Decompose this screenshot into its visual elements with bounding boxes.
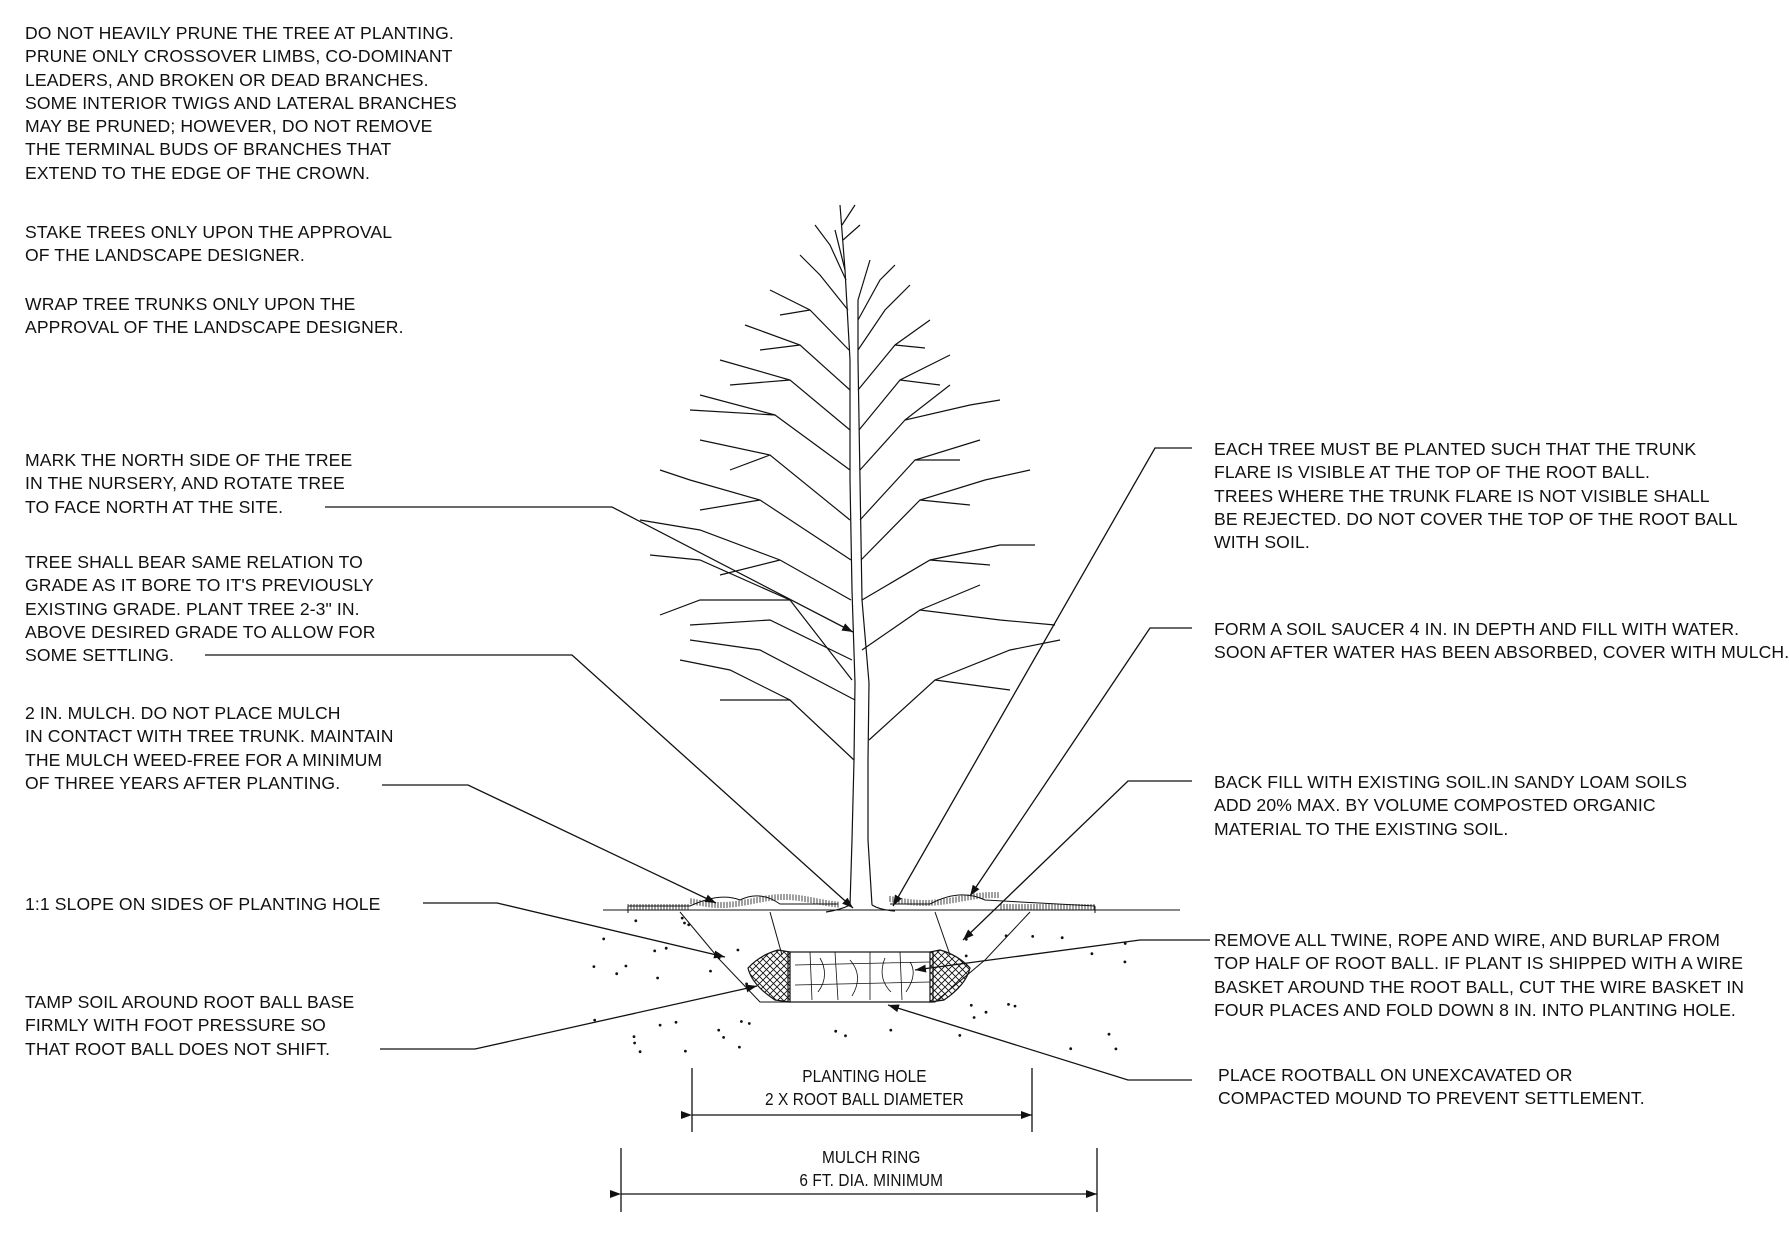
note-saucer: FORM A SOIL SAUCER 4 IN. IN DEPTH AND FI… [1214,619,1789,663]
soil-dot [717,1028,721,1032]
soil-dot [602,937,606,941]
soil-dot [1090,952,1094,956]
leader-saucer [969,627,1192,897]
soil-dot [717,956,721,960]
soil-dot [615,972,619,976]
note-tamp: TAMP SOIL AROUND ROOT BALL BASE FIRMLY W… [25,992,355,1059]
soil-dot [1123,960,1127,964]
soil-dot [889,1028,893,1032]
label-mulch-ring: MULCH RING 6 FT. DIA. MINIMUM [799,1147,944,1191]
soil-dot [687,923,691,927]
soil-dot [632,1035,636,1038]
soil-dot [638,1050,642,1054]
soil-dot [1013,1004,1017,1008]
soil-dot [1007,1003,1010,1006]
soil-dot [634,919,638,923]
tree-planting-drawing [205,204,1210,1212]
mulch-layer [627,892,1095,910]
tree-illustration [639,204,1061,913]
soil-dot [709,969,712,973]
note-mulch: 2 IN. MULCH. DO NOT PLACE MULCH IN CONTA… [25,703,394,793]
soil-dot [1107,1032,1111,1036]
soil-dot [624,964,628,968]
soil-dot [680,916,684,920]
soil-dot [593,1018,597,1022]
soil-dot [745,982,748,986]
tree-trunk [849,682,856,906]
soil-dot [592,965,596,968]
soil-dot [834,1029,838,1033]
leader-mark-north [325,506,854,633]
soil-dot [683,921,686,925]
soil-dot [1031,935,1035,938]
soil-dot [653,949,657,953]
note-backfill: BACK FILL WITH EXISTING SOIL.IN SANDY LO… [1214,772,1688,839]
note-mark-north: MARK THE NORTH SIDE OF THE TREE IN THE N… [25,450,353,517]
grade-line [603,894,1180,913]
note-wrap: WRAP TREE TRUNKS ONLY UPON THE APPROVAL … [25,294,404,338]
dimension-planting-hole [681,1068,1033,1132]
soil-dot [958,1034,962,1037]
leader-trunk-flare [892,447,1192,907]
soil-dot [633,1041,636,1045]
leader-rootball-mound [887,1004,1192,1081]
soil-dot [740,1020,743,1023]
dimension-mulch-ring [610,1148,1098,1212]
soil-dot [1114,1047,1118,1051]
leader-mulch [382,784,717,904]
soil-dot [844,1034,847,1038]
soil-dot [664,946,668,950]
note-remove-twine: REMOVE ALL TWINE, ROPE AND WIRE, AND BUR… [1214,930,1745,1020]
soil-dot [684,1049,687,1053]
leader-slope [423,902,726,959]
soil-dot [1123,942,1127,945]
note-rootball-mound: PLACE ROOTBALL ON UNEXCAVATED OR COMPACT… [1218,1065,1645,1109]
note-grade: TREE SHALL BEAR SAME RELATION TO GRADE A… [25,552,376,666]
planting-detail-sheet: DO NOT HEAVILY PRUNE THE TREE AT PLANTIN… [25,23,1789,1212]
soil-dot [1060,936,1064,940]
soil-dot [738,1045,741,1049]
note-prune: DO NOT HEAVILY PRUNE THE TREE AT PLANTIN… [25,23,457,183]
leader-remove-twine [914,939,1210,973]
soil-dot [722,1036,725,1039]
soil-dot [969,1003,973,1007]
soil-dot [1004,934,1008,938]
soil-stipple [592,916,1127,1054]
soil-dot [972,1016,976,1019]
soil-dot [1069,1047,1073,1051]
leader-tamp [380,984,758,1050]
soil-dot [747,1022,751,1025]
leader-backfill [962,780,1192,941]
label-planting-hole: PLANTING HOLE 2 X ROOT BALL DIAMETER [765,1066,964,1110]
note-trunk-flare: EACH TREE MUST BE PLANTED SUCH THAT THE … [1214,439,1738,553]
soil-dot [656,976,659,980]
soil-dot [736,948,740,952]
soil-dot [674,1020,678,1024]
leader-grade [205,654,854,909]
leader-lines [205,447,1210,1081]
note-stake: STAKE TREES ONLY UPON THE APPROVAL OF TH… [25,222,393,266]
soil-dot [658,1023,662,1027]
soil-dot [964,954,968,958]
root-ball [747,949,971,1003]
soil-dot [984,1010,988,1014]
note-slope: 1:1 SLOPE ON SIDES OF PLANTING HOLE [25,894,381,914]
